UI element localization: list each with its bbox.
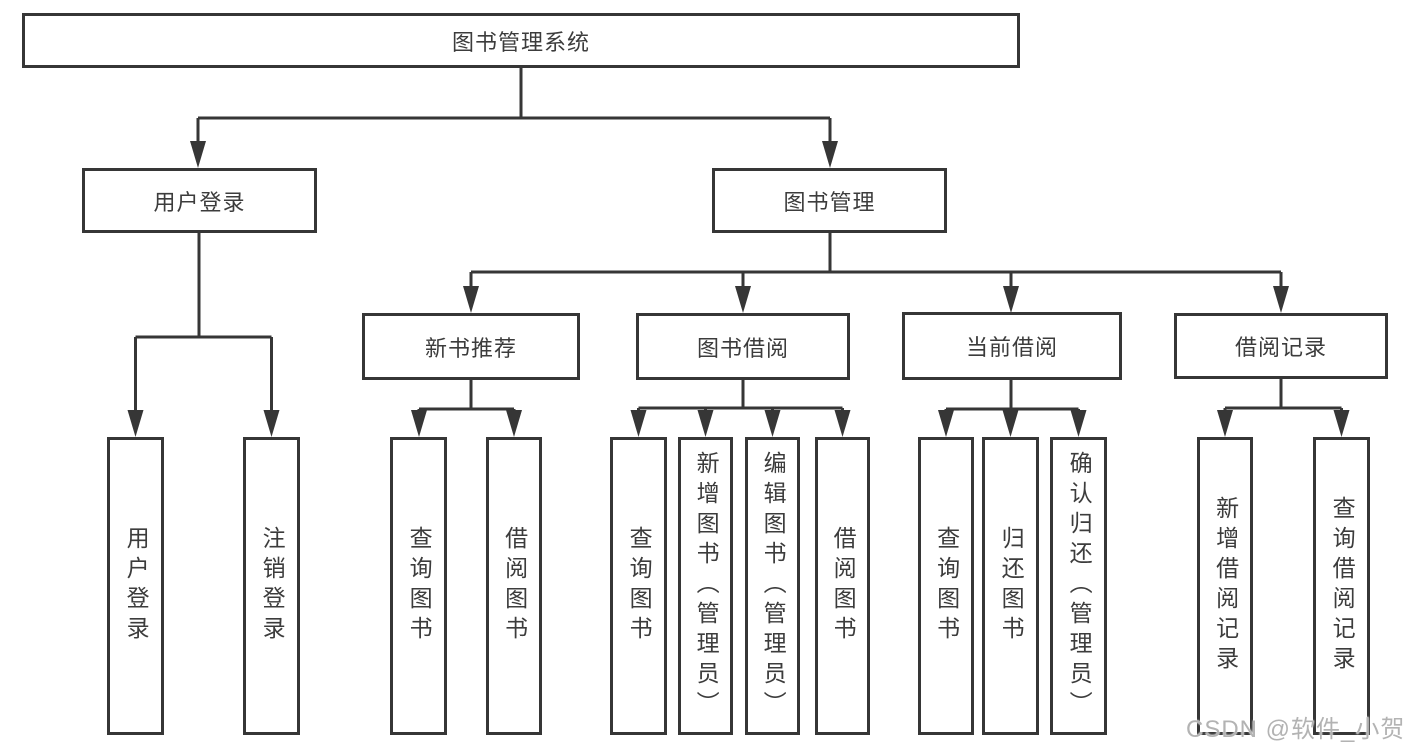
csdn-watermark: CSDN @软件_小贺同学 xyxy=(1186,716,1405,743)
leaf-edit-books-admin: 编辑图书（管理员） xyxy=(745,437,800,735)
leaf-label: 确认归还（管理员） xyxy=(1066,451,1093,721)
leaf-label: 注销登录 xyxy=(259,526,286,646)
node-user-login: 用户登录 xyxy=(82,168,317,233)
leaf-confirm-return-admin: 确认归还（管理员） xyxy=(1050,437,1107,735)
leaf-add-books-admin: 新增图书（管理员） xyxy=(678,437,733,735)
leaf-label: 新增借阅记录 xyxy=(1212,496,1239,676)
node-new-book-recommend: 新书推荐 xyxy=(362,313,580,380)
leaf-label: 查询图书 xyxy=(406,526,433,646)
node-library-management-system: 图书管理系统 xyxy=(22,13,1020,68)
leaf-user-login: 用户登录 xyxy=(107,437,164,735)
node-borrow-records: 借阅记录 xyxy=(1174,313,1388,379)
leaf-query-borrow-record: 查询借阅记录 xyxy=(1313,437,1370,735)
node-book-borrow: 图书借阅 xyxy=(636,313,850,380)
leaf-add-borrow-record: 新增借阅记录 xyxy=(1197,437,1253,735)
leaf-return-books: 归还图书 xyxy=(982,437,1039,735)
leaf-query-books-recommend: 查询图书 xyxy=(390,437,447,735)
leaf-borrow-books: 借阅图书 xyxy=(815,437,870,735)
leaf-label: 用户登录 xyxy=(123,526,150,646)
node-current-borrow: 当前借阅 xyxy=(902,312,1122,380)
node-book-management: 图书管理 xyxy=(712,168,947,233)
leaf-label: 查询图书 xyxy=(626,526,653,646)
leaf-label: 查询图书 xyxy=(933,526,960,646)
leaf-label: 归还图书 xyxy=(998,526,1025,646)
leaf-label: 新增图书（管理员） xyxy=(693,451,720,721)
leaf-label: 编辑图书（管理员） xyxy=(760,451,787,721)
leaf-label: 查询借阅记录 xyxy=(1329,496,1356,676)
leaf-query-books-current: 查询图书 xyxy=(918,437,974,735)
leaf-label: 借阅图书 xyxy=(501,526,528,646)
leaf-borrow-books-recommend: 借阅图书 xyxy=(486,437,542,735)
leaf-logout: 注销登录 xyxy=(243,437,300,735)
leaf-label: 借阅图书 xyxy=(830,526,857,646)
leaf-query-books-borrow: 查询图书 xyxy=(610,437,667,735)
